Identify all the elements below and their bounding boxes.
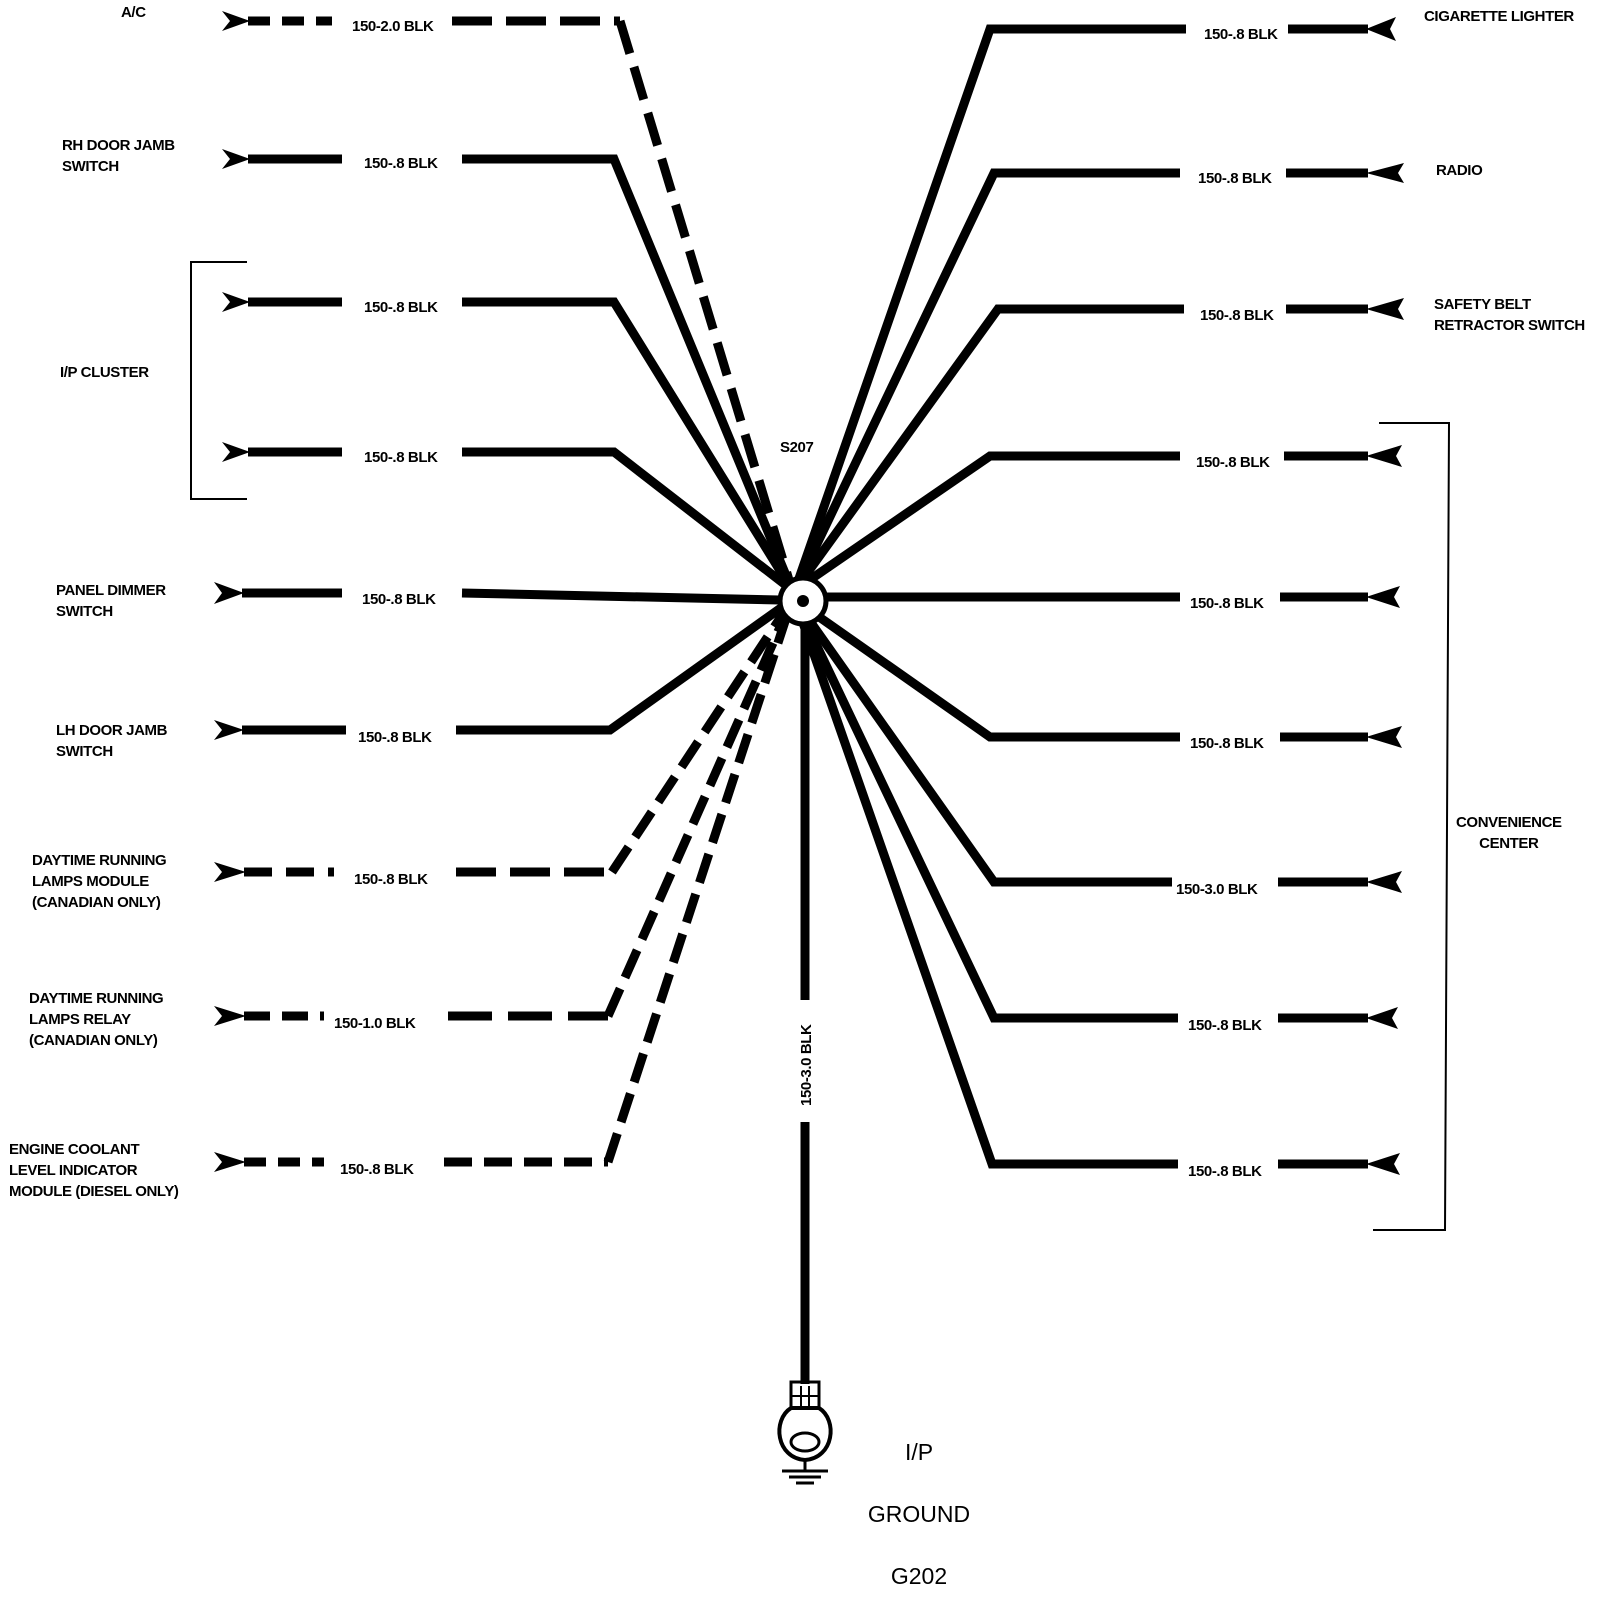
connector-arrow-icon	[214, 862, 246, 882]
connector-arrow-icon	[214, 720, 244, 740]
wire-code-label: 150-.8 BLK	[364, 449, 438, 466]
splice-label: S207	[780, 439, 813, 456]
wire-convenience-4	[791, 597, 1368, 887]
wire-rh-door-jamb	[248, 154, 797, 592]
splice-s207	[777, 575, 829, 627]
component-label-engine-coolant: ENGINE COOLANT LEVEL INDICATOR MODULE (D…	[9, 1141, 179, 1200]
ground-label-line2: GROUND	[867, 1501, 971, 1527]
wire-drl-relay	[244, 598, 797, 1021]
connector-arrow-icon	[1366, 163, 1404, 183]
ground-wire-label: 150-3.0 BLK	[798, 1024, 815, 1106]
wire-code-label: 150-1.0 BLK	[334, 1015, 416, 1032]
connector-arrow-icon	[1366, 445, 1402, 467]
ground-label-line3: G202	[890, 1563, 948, 1589]
connector-arrow-icon	[1366, 17, 1396, 41]
component-label-panel-dimmer: PANEL DIMMER SWITCH	[56, 582, 166, 620]
connector-arrow-icon	[222, 149, 250, 169]
convenience-center-bracket	[1373, 422, 1451, 1231]
wire-code-label: 150-.8 BLK	[1200, 307, 1274, 324]
connector-arrow-icon	[222, 292, 250, 312]
wire-code-label: 150-.8 BLK	[1188, 1163, 1262, 1180]
connector-arrow-icon	[214, 1006, 246, 1026]
wire-ip-cluster-2	[248, 447, 795, 594]
connector-arrow-icon	[222, 442, 250, 462]
ground-label-line1: I/P	[904, 1439, 934, 1465]
wire-panel-dimmer	[242, 588, 781, 605]
connector-arrow-icon	[1366, 1007, 1398, 1029]
wire-code-label: 150-.8 BLK	[1198, 170, 1272, 187]
connector-arrow-icon	[222, 11, 250, 31]
right-connectors	[1366, 17, 1404, 1175]
connector-arrow-icon	[1366, 1153, 1400, 1175]
left-connectors	[214, 11, 250, 1172]
component-label-safety-belt: SAFETY BELT RETRACTOR SWITCH	[1434, 296, 1585, 334]
wiring-svg: 150-2.0 BLK 150-.8 BLK 150-.8 BLK 150-.8…	[190, 11, 1451, 1485]
ground-label: I/P GROUND G202	[846, 1406, 992, 1623]
component-label-drl-module: DAYTIME RUNNING LAMPS MODULE (CANADIAN O…	[32, 852, 167, 911]
wire-code-label: 150-.8 BLK	[1190, 735, 1264, 752]
component-label-rh-door-jamb: RH DOOR JAMB SWITCH	[62, 137, 175, 175]
wire-code-label: 150-.8 BLK	[340, 1161, 414, 1178]
wire-ip-cluster-1	[248, 297, 796, 593]
wire-code-label: 150-2.0 BLK	[352, 18, 434, 35]
connector-arrow-icon	[214, 1152, 246, 1172]
wire-code-label: 150-.8 BLK	[364, 155, 438, 172]
wire-code-label: 150-.8 BLK	[1190, 595, 1264, 612]
wire-convenience-5	[790, 598, 1368, 1023]
component-label-ac: A/C	[121, 4, 146, 21]
wire-convenience-1	[792, 451, 1368, 594]
ip-cluster-bracket	[190, 261, 247, 500]
wire-cigarette-lighter	[790, 24, 1368, 592]
ground-terminal-icon	[777, 1380, 833, 1485]
wire-code-label: 150-.8 BLK	[354, 871, 428, 888]
wire-convenience-3	[792, 596, 1368, 742]
wire-code-label: 150-.8 BLK	[358, 729, 432, 746]
wire-code-label: 150-.8 BLK	[1188, 1017, 1262, 1034]
component-label-ip-cluster: I/P CLUSTER	[60, 364, 149, 381]
wire-code-label: 150-.8 BLK	[1196, 454, 1270, 471]
connector-arrow-icon	[214, 582, 244, 604]
component-label-lh-door-jamb: LH DOOR JAMB SWITCH	[56, 722, 168, 760]
component-label-convenience-center: CONVENIENCE CENTER	[1456, 814, 1562, 852]
wire-radio	[790, 168, 1368, 592]
component-label-drl-relay: DAYTIME RUNNING LAMPS RELAY (CANADIAN ON…	[29, 990, 164, 1049]
wire-code-label: 150-.8 BLK	[1204, 26, 1278, 43]
wire-lh-door-jamb	[242, 596, 795, 735]
wire-code-label: 150-.8 BLK	[362, 591, 436, 608]
wire-code-label: 150-3.0 BLK	[1176, 881, 1258, 898]
wire-code-label: 150-.8 BLK	[364, 299, 438, 316]
wire-safety-belt	[791, 304, 1368, 593]
component-label-cigarette-lighter: CIGARETTE LIGHTER	[1424, 8, 1574, 25]
connector-arrow-icon	[1366, 298, 1404, 320]
connector-arrow-icon	[1366, 586, 1400, 608]
component-label-radio: RADIO	[1436, 162, 1483, 179]
connector-arrow-icon	[1366, 871, 1402, 893]
wiring-diagram: 150-2.0 BLK 150-.8 BLK 150-.8 BLK 150-.8…	[9, 4, 1585, 1589]
connector-arrow-icon	[1366, 726, 1402, 748]
wire-drl-module	[244, 597, 796, 877]
wire-convenience-6	[790, 598, 1368, 1169]
wire-ac	[248, 16, 797, 592]
wire-engine-coolant	[244, 598, 797, 1167]
